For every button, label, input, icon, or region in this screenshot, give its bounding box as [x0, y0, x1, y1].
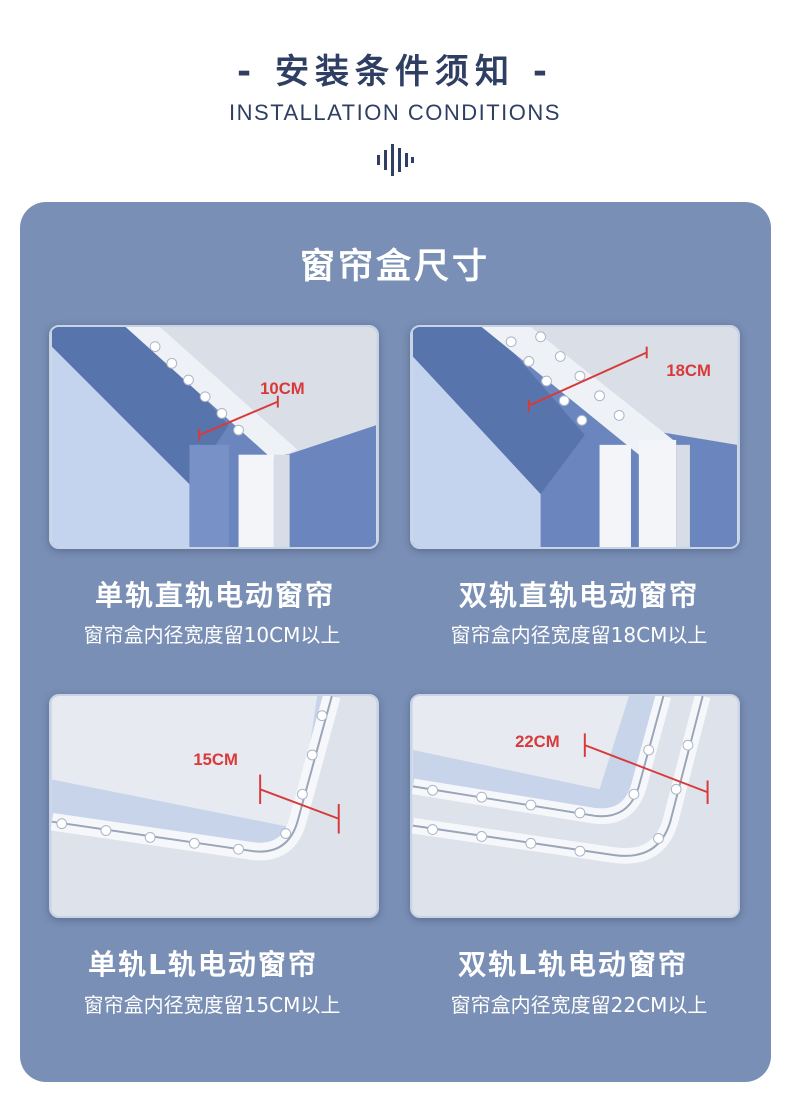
- card-title: 单轨直轨电动窗帘: [94, 579, 335, 612]
- single-l-track-image: 15CM: [49, 694, 379, 918]
- card-title: 双轨直轨电动窗帘: [458, 579, 699, 612]
- page-title: - 安装条件须知 -: [237, 52, 553, 92]
- card-title: 双轨L轨电动窗帘: [458, 948, 688, 981]
- measurement-label: 10CM: [260, 379, 305, 398]
- card-description: 窗帘盒内径宽度留22CM以上: [450, 993, 708, 1017]
- panel-title: 窗帘盒尺寸: [299, 247, 490, 287]
- double-straight-track-image: 18CM: [410, 325, 740, 549]
- card-description: 窗帘盒内径宽度留18CM以上: [450, 623, 708, 647]
- measurement-label: 18CM: [666, 361, 711, 380]
- single-straight-track-image: 10CM: [49, 325, 379, 549]
- page-subtitle: INSTALLATION CONDITIONS: [229, 100, 561, 125]
- measurement-label: 22CM: [515, 732, 560, 751]
- card-description: 窗帘盒内径宽度留15CM以上: [83, 993, 341, 1017]
- measurement-label: 15CM: [193, 750, 238, 769]
- card-title: 单轨L轨电动窗帘: [88, 948, 318, 981]
- double-l-track-image: 22CM: [410, 694, 740, 918]
- card-description: 窗帘盒内径宽度留10CM以上: [83, 623, 341, 647]
- sound-wave-icon: [377, 144, 414, 176]
